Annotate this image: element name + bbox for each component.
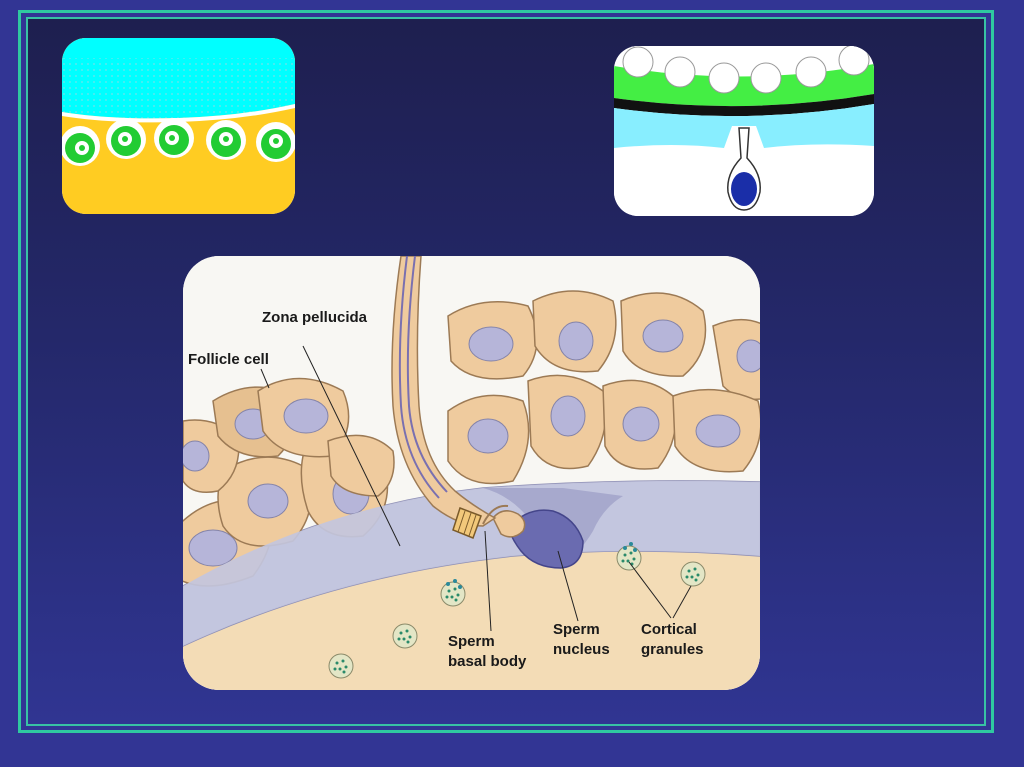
cortical-granule — [106, 119, 146, 159]
leader-sperm-basal-body — [484, 530, 492, 632]
cortical-granules-schematic — [62, 38, 295, 214]
leader-cortical-granules-b — [672, 585, 692, 619]
leader-cortical-granules-a — [628, 561, 672, 619]
cortical-granule — [680, 561, 706, 587]
sperm-basal-body — [452, 507, 482, 539]
label-follicle-cell: Follicle cell — [188, 351, 269, 368]
sperm-entry-schematic — [614, 46, 874, 216]
leader-follicle-cell — [260, 368, 270, 389]
label-sperm-nucleus-line1: Sperm — [553, 621, 600, 638]
cortical-granule — [616, 545, 642, 571]
label-cortical-granules-line1: Cortical — [641, 621, 697, 638]
label-sperm-basal-body-line2: basal body — [448, 653, 527, 670]
follicle-cell — [527, 374, 607, 470]
membrane-line — [614, 94, 874, 117]
follicle-cell — [257, 377, 350, 458]
vesicle — [622, 46, 870, 94]
fertilization-illustration: Zona pellucida Follicle cell Sperm basal… — [183, 256, 760, 690]
follicle-cell — [532, 290, 617, 373]
label-cortical-granules-line2: granules — [641, 641, 704, 658]
follicle-cell — [620, 292, 707, 377]
follicle-cell — [672, 388, 760, 473]
cortical-granule — [328, 653, 354, 679]
cyan-layer — [614, 104, 874, 148]
egg-cytoplasm — [183, 551, 760, 690]
cortical-granule — [206, 120, 246, 160]
plasma-membrane — [62, 104, 295, 123]
leader-sperm-nucleus — [557, 550, 579, 622]
sperm-head — [727, 127, 761, 211]
cortical-granule-release — [446, 542, 637, 589]
cortical-granule — [62, 126, 100, 166]
sperm-entry-schematic-drawing — [614, 46, 874, 216]
follicle-cell — [217, 456, 312, 547]
sperm-tail — [391, 256, 497, 527]
sperm-nucleus — [507, 509, 584, 569]
cortical-granule — [256, 122, 295, 162]
label-sperm-nucleus-line2: nucleus — [553, 641, 610, 658]
cortical-granule — [392, 623, 418, 649]
follicle-cell — [447, 394, 530, 485]
label-sperm-basal-body-line1: Sperm — [448, 633, 495, 650]
fertilization-illustration-drawing: Zona pellucida Follicle cell Sperm basal… — [183, 256, 760, 690]
leader-zona-pellucida — [302, 345, 401, 547]
cortical-granules-schematic-drawing — [62, 38, 295, 214]
follicle-cell — [447, 301, 538, 380]
slide-frame-outer — [18, 10, 994, 733]
label-zona-pellucida: Zona pellucida — [262, 309, 368, 326]
follicle-cell — [602, 379, 677, 470]
cortical-granule — [154, 118, 194, 158]
